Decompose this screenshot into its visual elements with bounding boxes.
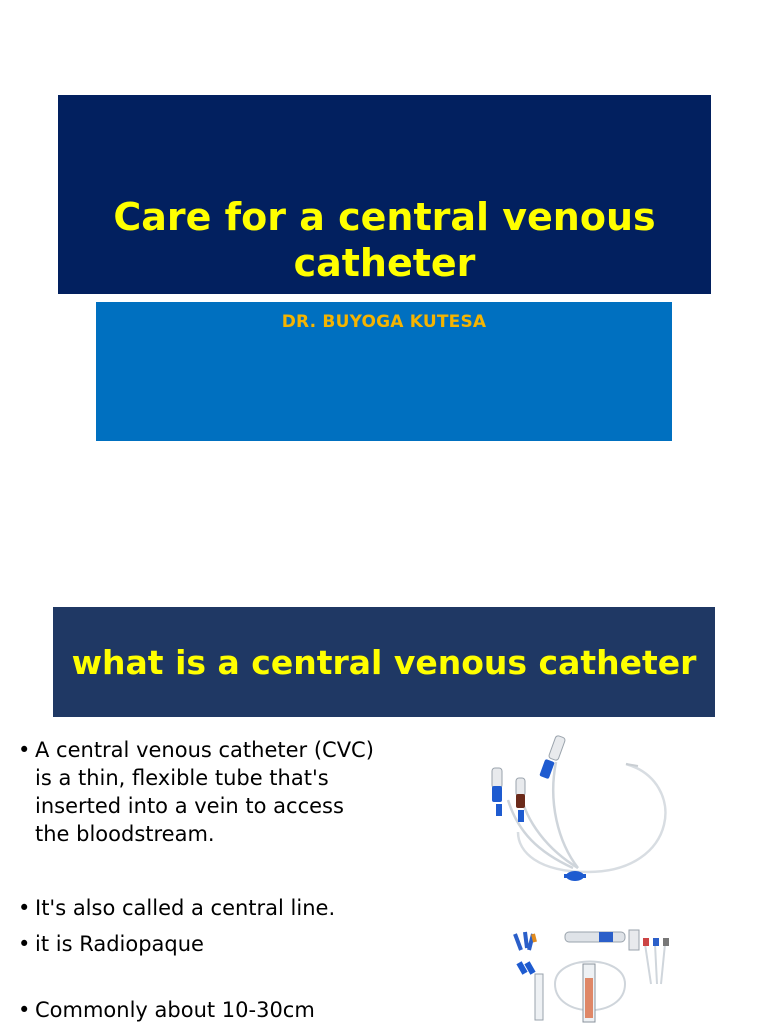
bullet-list: A central venous catheter (CVC) is a thi…: [18, 736, 378, 1024]
section-title: what is a central venous catheter: [71, 642, 697, 682]
subtitle-panel: DR. BUYOGA KUTESA: [96, 302, 672, 441]
cvc-kit-image: [513, 929, 669, 1023]
bullet-item: A central venous catheter (CVC) is a thi…: [18, 736, 378, 848]
section-header: what is a central venous catheter: [53, 607, 715, 717]
triple-lumen-catheter-image: [491, 735, 667, 881]
bullet-item: it is Radiopaque: [18, 930, 378, 958]
presentation-title: Care for a central venous catheter: [113, 195, 656, 285]
title-slide-header: Care for a central venous catheter: [58, 95, 711, 294]
bullet-item: Commonly about 10-30cm: [18, 996, 378, 1024]
author-name: DR. BUYOGA KUTESA: [281, 312, 487, 332]
bullet-item: It's also called a central line.: [18, 894, 378, 922]
